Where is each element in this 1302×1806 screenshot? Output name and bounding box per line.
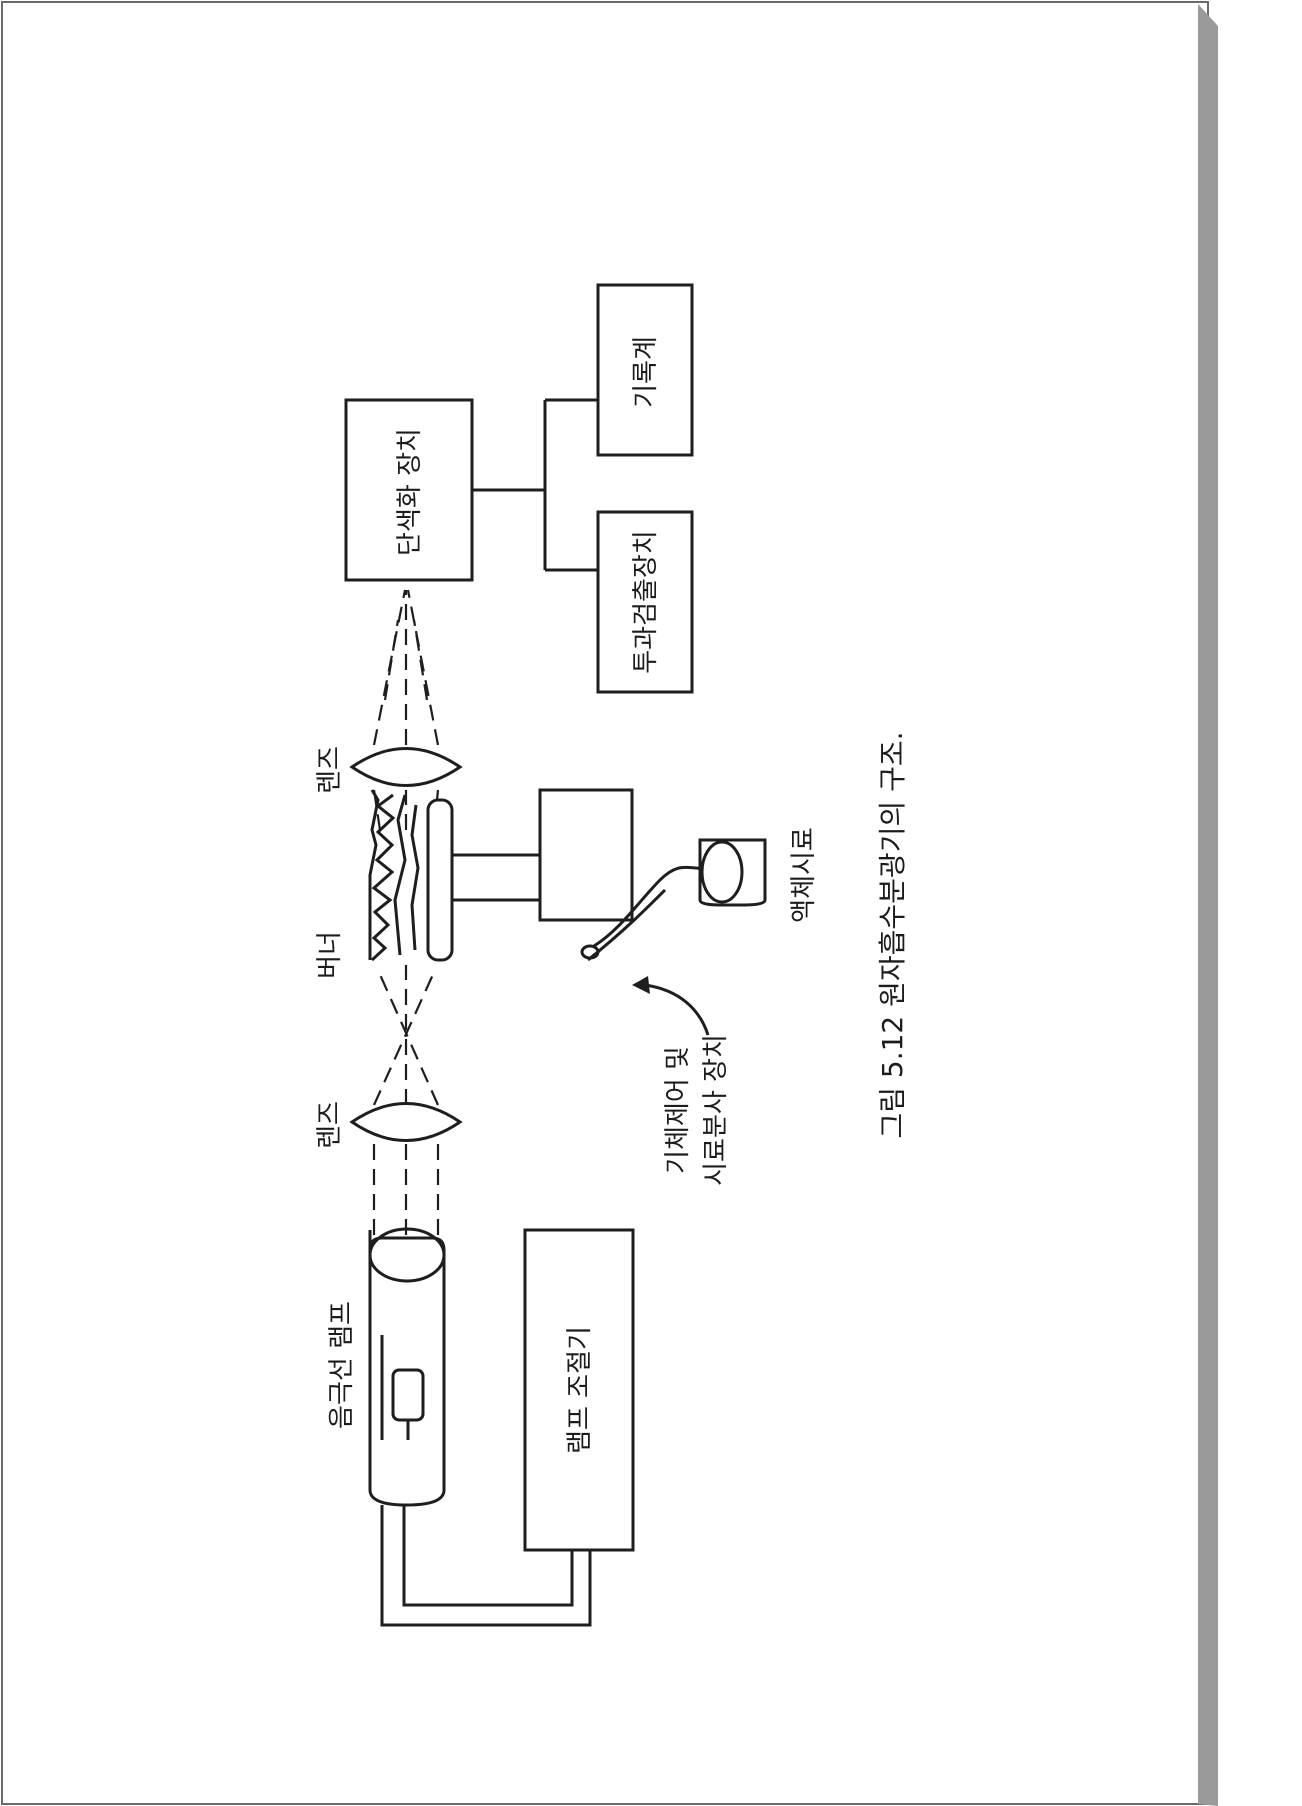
label-lens-left: 렌즈 [315, 1101, 345, 1149]
nebulizer-box [538, 788, 634, 922]
label-liquid-sample: 액체시료 [789, 827, 819, 923]
page-shadow [1198, 4, 1218, 1806]
label-lamp-controller: 램프 조절기 [565, 1326, 595, 1454]
label-monochromator: 단색화 장치 [395, 428, 425, 556]
label-hollow-cathode-lamp: 음극선 램프 [327, 1301, 357, 1429]
monochromator-box [344, 398, 474, 582]
burner [368, 789, 540, 962]
figure-caption: 그림 5.12 원자흡수분광기의 구조. [876, 731, 909, 1138]
liquid-sample-container [698, 838, 767, 907]
arrow-to-nebulizer [632, 976, 710, 1036]
detector-box [596, 510, 694, 694]
lamp-wires [380, 1505, 592, 1627]
sample-tube [580, 865, 706, 962]
label-burner: 버너 [315, 931, 345, 979]
lamp-controller-box [523, 1228, 635, 1552]
label-recorder: 기록계 [631, 336, 661, 408]
lens-right [349, 747, 463, 787]
recorder-box [596, 283, 694, 457]
hollow-cathode-lamp [368, 1227, 446, 1507]
lens-left [349, 1102, 463, 1142]
label-lens-right: 렌즈 [315, 746, 345, 794]
label-detector: 투과검출장치 [631, 530, 661, 674]
label-gas-control-line2: 시료분사 장치 [701, 1034, 731, 1186]
label-gas-control-line1: 기체제어 및 [663, 1046, 693, 1174]
